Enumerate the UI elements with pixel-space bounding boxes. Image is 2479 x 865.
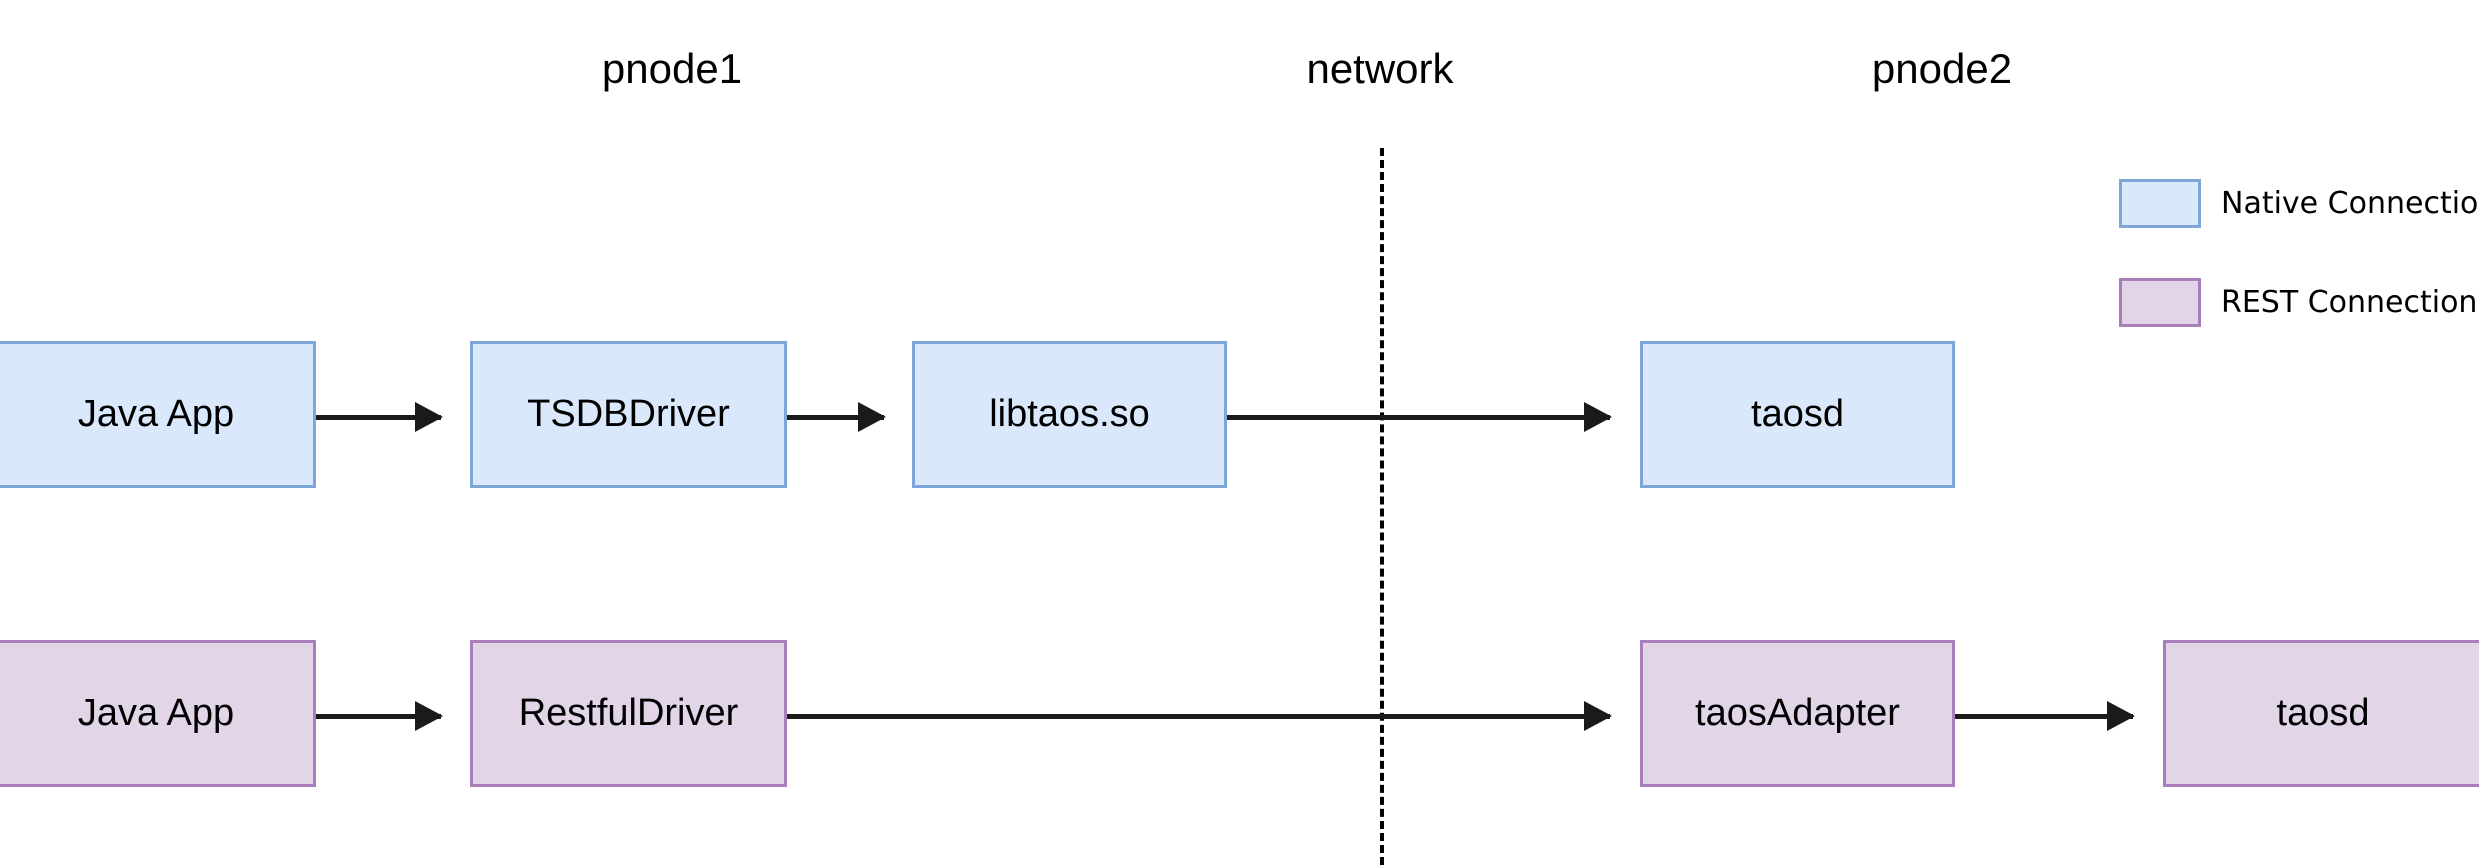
node-libtaos-so[interactable]: libtaos.so (912, 341, 1227, 488)
arrow-head-icon-restfuldriver-to-taosadapter (1584, 701, 1612, 731)
legend-item-rest: REST Connection (2119, 278, 2477, 327)
legend-label-rest: REST Connection (2221, 285, 2478, 320)
arrow-head-icon-taosadapter-to-taosd (2107, 701, 2135, 731)
legend-item-native: Native Connection (2119, 179, 2479, 228)
arrow-head-icon-java-app-to-tsdbdriver (415, 402, 443, 432)
node-taosadapter[interactable]: taosAdapter (1640, 640, 1955, 787)
connector-libtaos-to-taosd (1227, 415, 1610, 420)
connector-java-app-to-restfuldriver (316, 714, 441, 719)
legend-label-native: Native Connection (2221, 186, 2479, 221)
arrow-head-icon-tsdbdriver-to-libtaos (858, 402, 886, 432)
node-taosd-native[interactable]: taosd (1640, 341, 1955, 488)
node-java-app-rest[interactable]: Java App (0, 640, 316, 787)
node-tsdbdriver[interactable]: TSDBDriver (470, 341, 787, 488)
network-divider-line (1380, 148, 1384, 865)
legend-swatch-native-icon (2119, 179, 2201, 228)
zone-label-network: network (1306, 45, 1454, 92)
arrow-head-icon-libtaos-to-taosd (1584, 402, 1612, 432)
node-restfuldriver[interactable]: RestfulDriver (470, 640, 787, 787)
zone-label-pnode2: pnode2 (1871, 45, 2013, 92)
node-java-app-native[interactable]: Java App (0, 341, 316, 488)
connector-restfuldriver-to-taosadapter (787, 714, 1610, 719)
zone-label-pnode1: pnode1 (601, 45, 743, 92)
node-taosd-rest[interactable]: taosd (2163, 640, 2479, 787)
arrow-head-icon-java-app-to-restfuldriver (415, 701, 443, 731)
connector-java-app-to-tsdbdriver (316, 415, 441, 420)
connector-tsdbdriver-to-libtaos (787, 415, 884, 420)
legend-swatch-rest-icon (2119, 278, 2201, 327)
connector-taosadapter-to-taosd (1955, 714, 2133, 719)
